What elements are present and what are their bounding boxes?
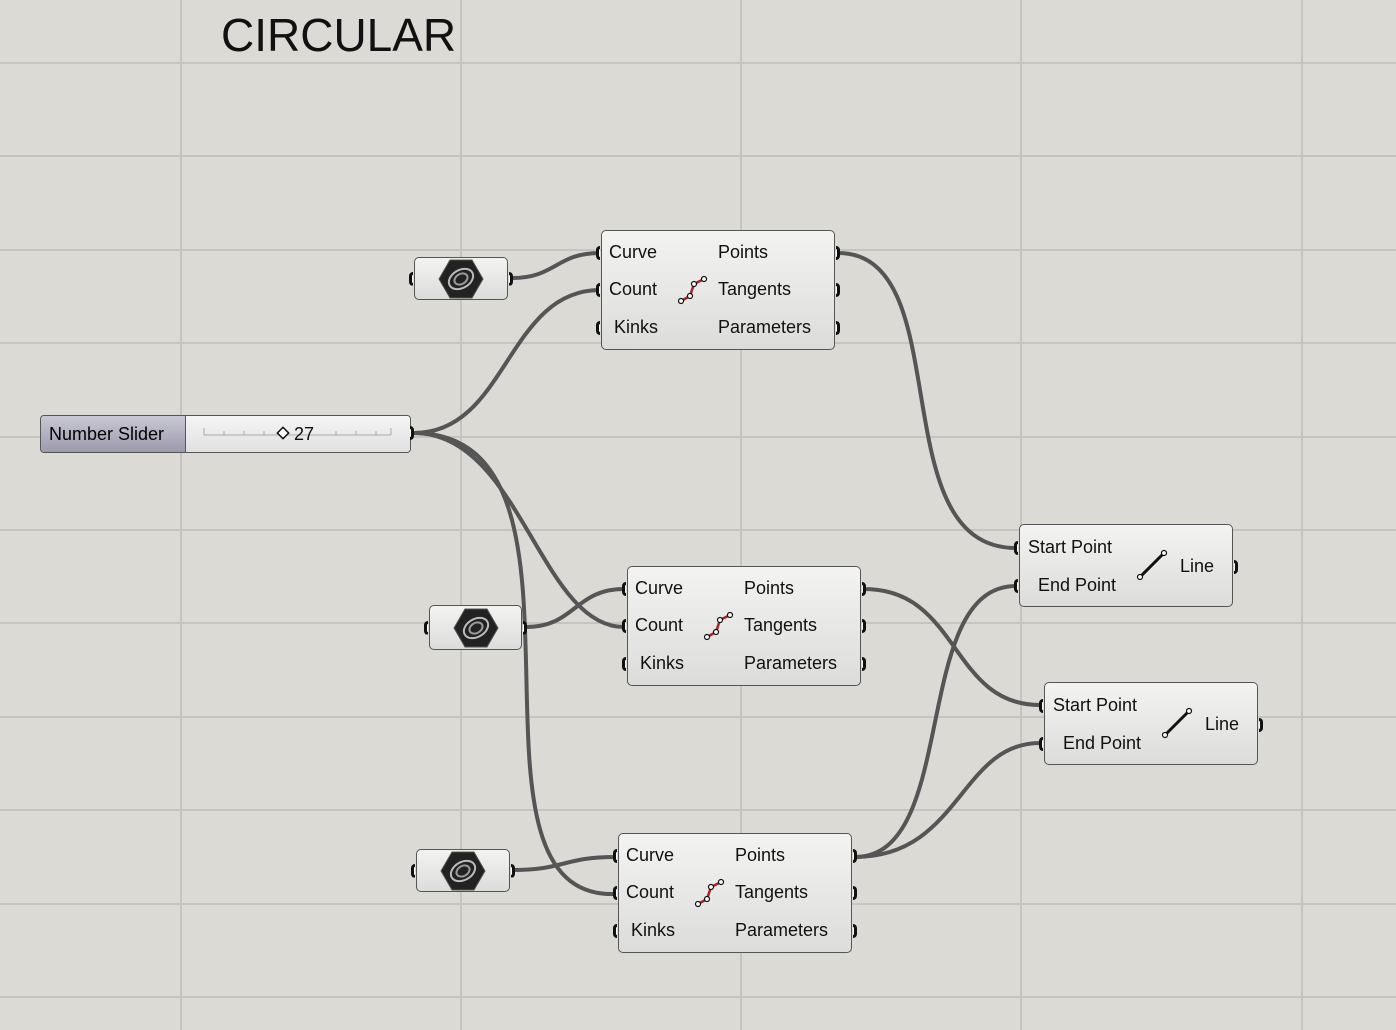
output-grip[interactable] xyxy=(853,886,857,900)
output-label: Line xyxy=(1180,556,1215,576)
input-label: Kinks xyxy=(631,920,676,940)
input-label: Kinks xyxy=(640,653,685,673)
input-grip[interactable] xyxy=(596,283,600,297)
output-grip[interactable] xyxy=(862,619,866,633)
output-label: Tangents xyxy=(744,615,818,635)
input-grip[interactable] xyxy=(622,619,626,633)
input-grip[interactable] xyxy=(622,657,626,671)
output-label: Tangents xyxy=(718,279,792,299)
divide-curve-icon xyxy=(703,611,734,646)
input-grip[interactable] xyxy=(1014,541,1018,555)
divide-curve-1[interactable] xyxy=(601,230,835,350)
output-label: Points xyxy=(718,242,769,262)
wire xyxy=(413,431,616,897)
slider-label: Number Slider xyxy=(41,416,186,452)
output-grip[interactable] xyxy=(1234,560,1238,574)
input-label: Count xyxy=(626,882,675,902)
output-grip[interactable] xyxy=(836,321,840,335)
curve-param-icon xyxy=(438,259,484,298)
curve-param-input-grip[interactable] xyxy=(409,271,413,286)
line-component-2[interactable] xyxy=(1044,682,1258,765)
wire xyxy=(525,587,625,629)
number-slider[interactable]: Number Slider 27 xyxy=(40,415,411,453)
curve-param-output-grip[interactable] xyxy=(509,271,513,286)
input-label: End Point xyxy=(1038,575,1117,595)
input-label: Count xyxy=(635,615,684,635)
slider-value: 27 xyxy=(294,424,315,444)
wire xyxy=(837,251,1017,550)
input-label: End Point xyxy=(1063,733,1142,753)
curve-param-input-grip[interactable] xyxy=(424,620,428,635)
output-label: Tangents xyxy=(735,882,809,902)
input-grip[interactable] xyxy=(1039,699,1043,713)
curve-param-icon xyxy=(440,851,486,890)
input-grip[interactable] xyxy=(613,886,617,900)
output-label: Parameters xyxy=(735,920,829,940)
line-component-1[interactable] xyxy=(1019,524,1233,607)
input-grip[interactable] xyxy=(1014,579,1018,593)
slider-handle[interactable] xyxy=(276,426,290,440)
output-label: Parameters xyxy=(744,653,838,673)
input-grip[interactable] xyxy=(596,321,600,335)
output-label: Parameters xyxy=(718,317,812,337)
wire xyxy=(854,584,1017,859)
input-label: Curve xyxy=(635,578,684,598)
divide-curve-2[interactable] xyxy=(627,566,861,686)
wire xyxy=(854,741,1041,859)
output-grip[interactable] xyxy=(853,849,857,863)
output-label: Points xyxy=(735,845,786,865)
divide-curve-icon xyxy=(694,878,725,913)
output-grip[interactable] xyxy=(862,657,866,671)
wire xyxy=(413,288,601,435)
input-grip[interactable] xyxy=(622,582,626,596)
input-label: Kinks xyxy=(614,317,659,337)
input-label: Start Point xyxy=(1053,695,1138,715)
line-icon xyxy=(1160,706,1194,745)
divide-curve-3[interactable] xyxy=(618,833,852,953)
input-grip[interactable] xyxy=(1039,737,1043,751)
curve-param-output-grip[interactable] xyxy=(523,620,527,635)
slider-output-grip[interactable] xyxy=(410,426,414,440)
curve-parameter[interactable] xyxy=(414,257,508,300)
curve-parameter[interactable] xyxy=(416,849,510,892)
input-label: Count xyxy=(609,279,658,299)
input-grip[interactable] xyxy=(613,849,617,863)
divide-curve-icon xyxy=(677,275,708,310)
curve-param-output-grip[interactable] xyxy=(511,863,515,878)
wire xyxy=(512,855,616,872)
output-grip[interactable] xyxy=(836,246,840,260)
output-label: Line xyxy=(1205,714,1240,734)
curve-param-input-grip[interactable] xyxy=(411,863,415,878)
output-grip[interactable] xyxy=(862,582,866,596)
output-grip[interactable] xyxy=(1259,718,1263,732)
wire xyxy=(511,251,601,280)
curve-param-icon xyxy=(452,608,499,647)
output-label: Points xyxy=(744,578,795,598)
output-grip[interactable] xyxy=(853,924,857,938)
slider-ticks xyxy=(203,426,392,440)
input-label: Curve xyxy=(609,242,658,262)
canvas-title: CIRCULAR xyxy=(221,9,457,61)
input-label: Curve xyxy=(626,845,675,865)
output-grip[interactable] xyxy=(836,283,840,297)
wire xyxy=(413,431,625,629)
slider-track[interactable]: 27 xyxy=(186,416,410,452)
line-icon xyxy=(1135,548,1169,587)
input-grip[interactable] xyxy=(613,924,617,938)
input-grip[interactable] xyxy=(596,246,600,260)
input-label: Start Point xyxy=(1028,537,1113,557)
curve-parameter[interactable] xyxy=(429,605,522,650)
